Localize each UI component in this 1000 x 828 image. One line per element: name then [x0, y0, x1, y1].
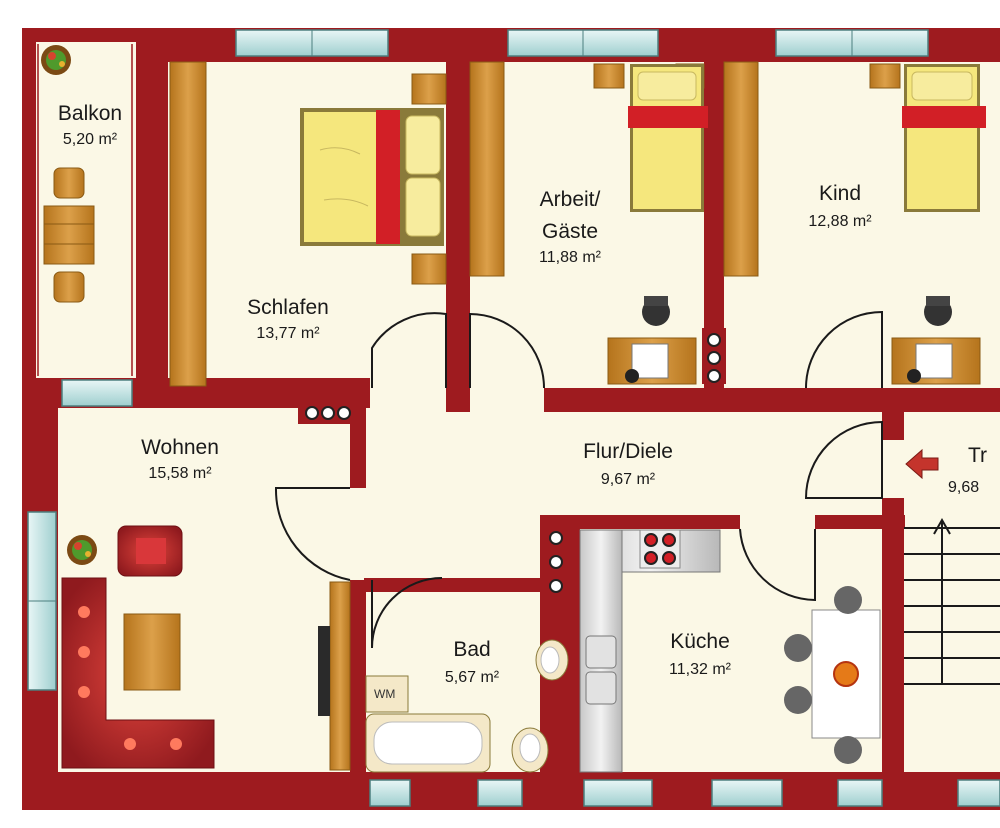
balcony-table-set: [43, 167, 95, 303]
room-area-balkon: 5,20 m²: [63, 131, 118, 148]
power-outlet-icon: [702, 328, 726, 384]
double-bed: [300, 73, 447, 285]
kitchen-counter: [579, 529, 721, 773]
room-name-flur: Flur/Diele: [583, 440, 673, 463]
sink-icon: [535, 639, 569, 681]
wardrobes: [169, 61, 759, 771]
entrance-arrow-icon: [905, 448, 939, 480]
plant-icon: [67, 535, 97, 565]
room-name-wohnen: Wohnen: [141, 436, 219, 459]
dining-table: [784, 586, 881, 764]
coffee-table: [123, 613, 181, 691]
sofa: [61, 577, 215, 769]
room-area-treppe: 9,68: [948, 479, 979, 496]
room-name-treppe: Tr: [968, 444, 987, 467]
room-area-arbeit: 11,88 m²: [539, 249, 602, 266]
armchair: [117, 525, 183, 577]
room-area-bad: 5,67 m²: [445, 669, 500, 686]
desk-kind: [891, 296, 981, 385]
room-area-schlafen: 13,77 m²: [256, 325, 320, 342]
room-area-kueche: 11,32 m²: [669, 661, 732, 678]
washing-machine-label: WM: [374, 687, 395, 701]
room-area-flur: 9,67 m²: [601, 471, 656, 488]
toilet: [511, 727, 549, 773]
room-area-kind: 12,88 m²: [808, 213, 872, 230]
room-name-balkon: Balkon: [58, 102, 122, 125]
doors: [274, 310, 883, 649]
room-name-bad: Bad: [453, 638, 490, 661]
stove-icon: [639, 529, 681, 569]
staircase: [904, 517, 1000, 685]
room-name-arbeit-line1: Arbeit/: [540, 188, 601, 211]
room-name-schlafen: Schlafen: [247, 296, 329, 319]
power-outlet-icon: [298, 402, 354, 424]
plant-icon: [41, 45, 71, 75]
balcony-railing: [37, 44, 133, 376]
room-name-arbeit-line2: Gäste: [542, 220, 598, 243]
bathroom-fixtures: WM: [365, 639, 569, 773]
single-bed-arbeit: [593, 63, 708, 212]
single-bed-kind: [869, 63, 986, 212]
desk-arbeit: [607, 296, 697, 385]
power-outlet-icon: [549, 531, 563, 593]
room-name-kueche: Küche: [670, 630, 730, 653]
sink-icon: [585, 635, 617, 705]
room-name-kind: Kind: [819, 182, 861, 205]
room-area-wohnen: 15,58 m²: [148, 465, 212, 482]
room-labels: Balkon 5,20 m² Schlafen 13,77 m² Arbeit/…: [58, 102, 987, 686]
windows: [27, 29, 1000, 807]
